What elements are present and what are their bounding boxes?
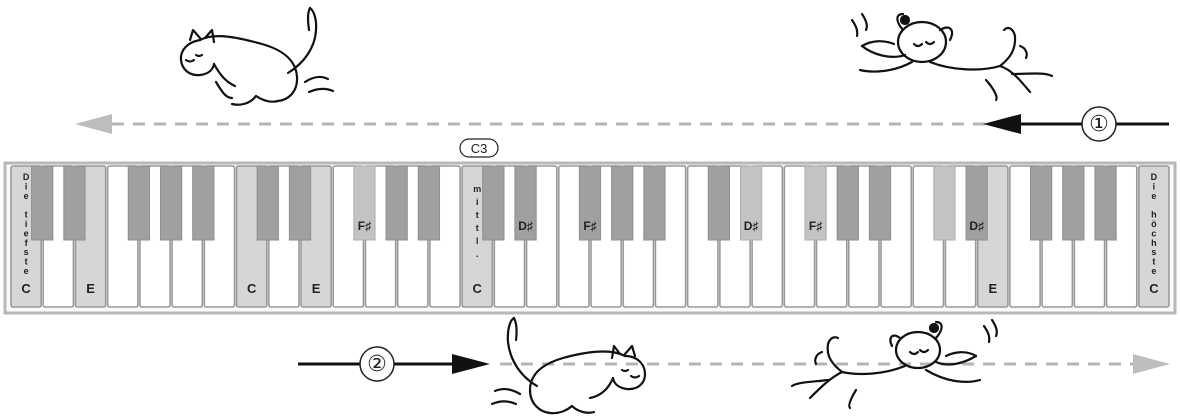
white-key xyxy=(1137,165,1170,308)
black-key xyxy=(965,165,988,241)
top-dashed-arrow-head xyxy=(75,114,112,134)
black-keys xyxy=(31,165,1117,241)
black-key xyxy=(288,165,312,241)
black-key xyxy=(63,165,86,241)
black-key xyxy=(643,165,666,241)
dog-running-right-icon xyxy=(790,318,998,410)
black-key-label: F♯ xyxy=(809,219,822,233)
black-key xyxy=(256,165,279,241)
black-key xyxy=(804,165,827,241)
marker-2-circle xyxy=(359,346,395,382)
black-key xyxy=(1094,165,1117,241)
c3-marker-frame xyxy=(459,138,499,158)
black-key xyxy=(192,165,215,241)
white-key-label: C xyxy=(1149,281,1159,296)
white-key-label: C xyxy=(21,281,31,296)
cat-running-left-icon xyxy=(179,6,335,106)
black-key xyxy=(385,165,408,241)
black-key xyxy=(417,165,441,241)
cat-running-right-icon xyxy=(490,316,647,415)
bottom-direction-arrows: ② xyxy=(298,346,1170,382)
black-key xyxy=(482,165,505,241)
black-key xyxy=(127,165,151,241)
middle-c3-marker: C3 xyxy=(459,138,499,158)
marker-1-circle xyxy=(1081,106,1117,142)
top-direction-arrows: ① xyxy=(75,106,1169,142)
black-key xyxy=(1062,165,1085,241)
dog-running-left-icon xyxy=(850,12,1054,102)
black-key xyxy=(739,165,763,241)
top-solid-arrow-head xyxy=(983,114,1021,134)
black-key xyxy=(611,165,634,241)
black-key xyxy=(1029,165,1053,241)
black-key xyxy=(31,165,54,241)
marker-1-label: ① xyxy=(1089,112,1109,137)
white-key-label: C xyxy=(473,281,483,296)
white-key-label: E xyxy=(312,281,321,296)
black-key xyxy=(868,165,892,241)
black-key-label: D♯ xyxy=(969,219,984,233)
black-key xyxy=(353,165,376,241)
black-key xyxy=(707,165,731,241)
bottom-solid-arrow-head xyxy=(452,354,490,374)
black-key-label: F♯ xyxy=(358,219,371,233)
black-key xyxy=(159,165,183,241)
black-key-label: D♯ xyxy=(518,219,533,233)
marker-2-label: ② xyxy=(367,352,387,377)
black-key-label: D♯ xyxy=(744,219,759,233)
white-key-label: E xyxy=(86,281,95,296)
bottom-dashed-arrow-head xyxy=(1133,354,1170,374)
black-key xyxy=(836,165,859,241)
c3-marker-label: C3 xyxy=(471,141,488,156)
white-key-label: C xyxy=(247,281,257,296)
black-key xyxy=(514,165,537,241)
black-key xyxy=(578,165,602,241)
black-key xyxy=(933,165,956,241)
white-key-label: E xyxy=(988,281,997,296)
black-key-label: F♯ xyxy=(583,219,596,233)
